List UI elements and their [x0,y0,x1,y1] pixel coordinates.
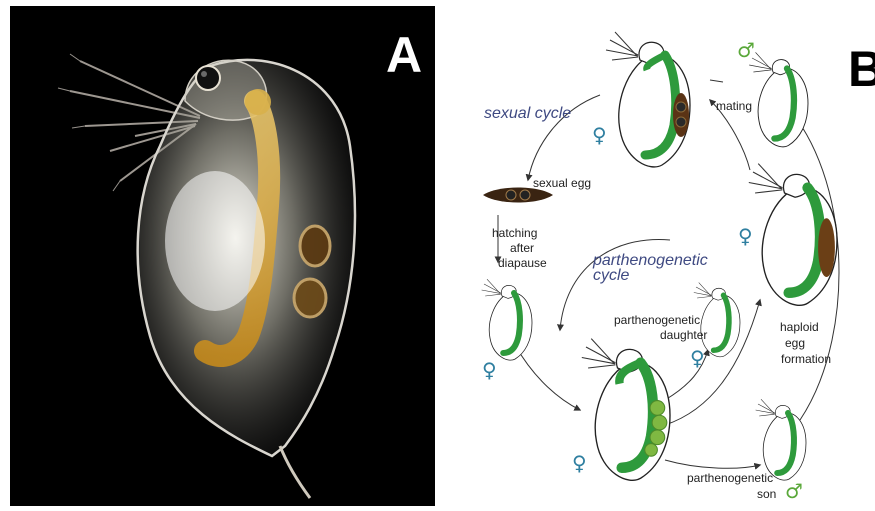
female-symbol-young: ♀ [482,360,497,380]
sexual-egg-label: sexual egg [533,176,591,190]
male-daphnia-mating [749,52,808,146]
female-symbol-daughter: ♀ [690,348,705,368]
female-symbol-parthenogenetic: ♀ [572,453,587,473]
hatching-label-1: hatching [492,226,537,240]
young-female [482,279,532,360]
haploid-label-2: egg [785,336,805,350]
parthenogenetic-female [582,339,670,481]
male-symbol-son: ♂ [785,481,803,501]
female-with-resting-eggs [606,32,690,167]
hatching-label-3: diapause [498,256,547,270]
parthenogenetic-cycle-label-2: cycle [593,268,629,283]
parthenogenetic-son-daphnia [756,399,806,480]
daphnia-photo [10,6,435,506]
sexual-cycle-label: sexual cycle [484,106,571,121]
haploid-label-3: formation [781,352,831,366]
female-symbol-haploid: ♀ [738,226,753,246]
haploid-label-1: haploid [780,320,819,334]
life-cycle-diagram: sexual cycle parthenogenetic cycle sexua… [440,0,875,511]
daughter-label-2: daughter [660,328,707,342]
panel-letter-a: A [386,30,422,80]
parthenogenetic-cycle-label-1: parthenogenetic [593,253,708,268]
daughter-label-1: parthenogenetic [614,313,700,327]
hatching-label-2: after [510,241,534,255]
female-haploid-egg [749,164,837,306]
daphnia-photo-panel [10,6,435,506]
male-symbol-top: ♂ [737,40,755,60]
mating-label: mating [716,99,752,113]
female-symbol-top: ♀ [592,125,607,145]
panel-letter-b: B [848,44,875,94]
son-label-2: son [757,487,776,501]
son-label-1: parthenogenetic [687,471,773,485]
